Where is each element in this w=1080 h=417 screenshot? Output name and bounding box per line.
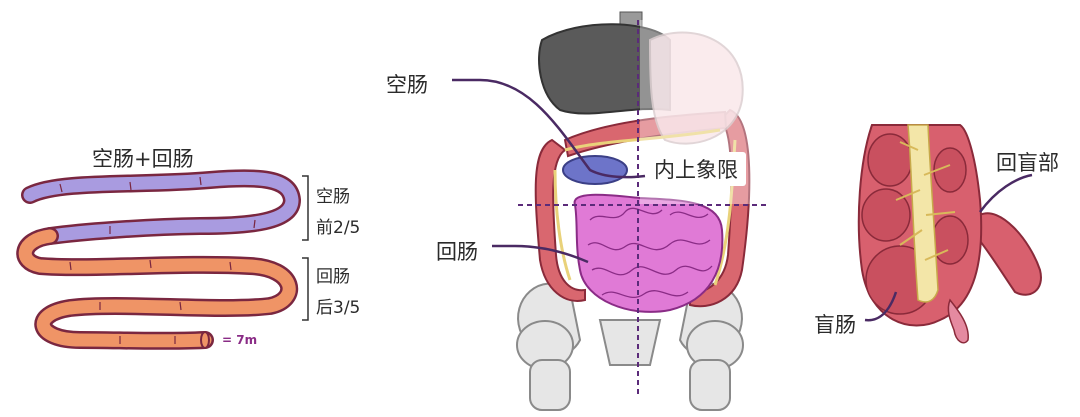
pelvis xyxy=(516,282,744,411)
cecum-callout xyxy=(864,291,898,322)
cecum-label: 盲肠 xyxy=(814,313,856,337)
middle-ileum-label: 回肠 xyxy=(436,240,478,264)
tube-end xyxy=(200,331,210,349)
right-panel: 回盲部 盲肠 xyxy=(800,0,1080,417)
small-intestine xyxy=(573,193,724,313)
terminal-ileum xyxy=(974,212,1042,296)
liver xyxy=(538,23,671,115)
left-title: 空肠+回肠 xyxy=(92,147,194,171)
jejunum-bracket xyxy=(302,175,309,241)
jejunum-fraction: 前2/5 xyxy=(316,218,361,238)
fat-branches xyxy=(895,141,956,261)
ileum-label: 回肠 xyxy=(316,267,350,287)
ileocecal-label: 回盲部 xyxy=(996,151,1059,175)
ileocecal-callout xyxy=(978,173,1033,213)
quadrant-label: 内上象限 xyxy=(646,152,746,186)
appendix xyxy=(947,298,969,344)
middle-panel: 空肠 回肠 内上象限 xyxy=(370,0,810,417)
middle-jejunum-label: 空肠 xyxy=(386,73,428,97)
intestine-length-diagram xyxy=(16,169,309,350)
ileum-tube xyxy=(16,227,299,350)
length-note: = 7m xyxy=(222,333,258,347)
duodenum xyxy=(562,155,628,185)
stomach xyxy=(648,31,744,145)
ileum-bracket xyxy=(302,257,309,321)
jejunum-label: 空肠 xyxy=(316,187,350,207)
cecum-illustration xyxy=(857,124,1042,344)
jejunum-callout xyxy=(452,78,646,179)
ileum-fraction: 后3/5 xyxy=(316,298,361,318)
left-panel: 空肠+回肠 空肠 前2/5 回肠 后3/5 = 7m xyxy=(0,0,400,417)
intestine-folds xyxy=(587,207,713,299)
abdomen-illustration xyxy=(452,11,770,411)
ileum-callout xyxy=(492,244,589,264)
tube-ridges xyxy=(59,176,256,344)
